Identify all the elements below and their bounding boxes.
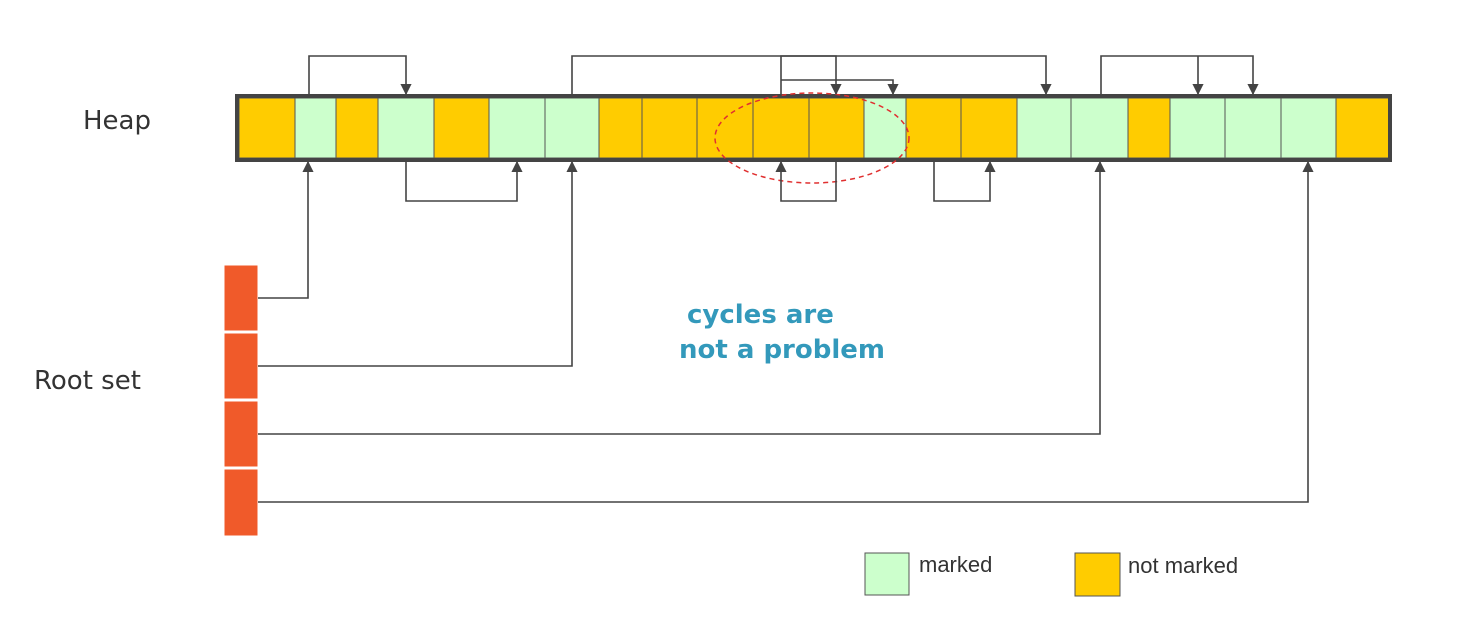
heap-cell-not-marked	[598, 97, 643, 159]
heap-cell-marked	[863, 97, 907, 159]
heap-cell-not-marked	[1127, 97, 1171, 159]
pointer-arrow	[405, 160, 523, 202]
heap-cell-marked	[544, 97, 600, 159]
root-pointer-arrow	[258, 160, 578, 367]
heap-cell-not-marked	[1335, 97, 1390, 159]
legend: marked not marked	[864, 552, 1238, 597]
legend-not-marked-label: not marked	[1128, 553, 1238, 578]
heap-pointers-above	[308, 55, 1259, 96]
cycles-note-line-1: cycles are	[687, 300, 834, 330]
root-entry	[223, 400, 259, 468]
cycles-note-line-2: not a problem	[679, 335, 885, 365]
pointer-arrow	[781, 79, 899, 96]
root-pointer-arrow	[258, 160, 1314, 503]
heap-cell-not-marked	[960, 97, 1018, 159]
heap-cell-marked	[294, 97, 337, 159]
root-entry	[223, 264, 259, 332]
cycle-highlight	[714, 92, 910, 184]
root-set-label: Root set	[34, 366, 141, 396]
pointer-arrow	[308, 55, 412, 96]
root-entry	[223, 468, 259, 537]
heap-border	[235, 94, 1392, 162]
pointer-arrow	[933, 160, 996, 202]
heap-pointers-below	[405, 160, 996, 202]
heap-cell-marked	[377, 97, 435, 159]
heap-cell-marked	[1016, 97, 1072, 159]
heap-cell-not-marked	[696, 97, 754, 159]
heap-cell-marked	[1224, 97, 1282, 159]
heap-cell-not-marked	[433, 97, 490, 159]
heap-cell-marked	[1169, 97, 1226, 159]
heap-cells	[238, 97, 1390, 159]
root-pointer-arrow	[258, 160, 314, 299]
heap-cell-not-marked	[808, 97, 865, 159]
legend-marked-swatch	[864, 552, 910, 596]
legend-not-marked-swatch	[1074, 552, 1121, 597]
root-pointer-arrow	[258, 160, 1106, 435]
heap-cell-marked	[1070, 97, 1129, 159]
pointer-arrow	[1100, 55, 1259, 96]
heap-cell-not-marked	[641, 97, 698, 159]
pointer-arrow	[775, 160, 837, 202]
heap-cell-not-marked	[238, 97, 296, 159]
heap-cell-marked	[488, 97, 546, 159]
pointer-arrow	[571, 55, 1052, 96]
heap-cell-not-marked	[335, 97, 379, 159]
root-set	[223, 264, 259, 537]
heap-cell-not-marked	[752, 97, 810, 159]
heap-label: Heap	[83, 106, 151, 136]
heap-cell-marked	[1280, 97, 1337, 159]
root-pointers	[258, 160, 1314, 503]
root-entry	[223, 332, 259, 400]
heap-cell-not-marked	[905, 97, 962, 159]
pointer-arrow	[780, 55, 842, 96]
legend-marked-label: marked	[919, 552, 992, 577]
